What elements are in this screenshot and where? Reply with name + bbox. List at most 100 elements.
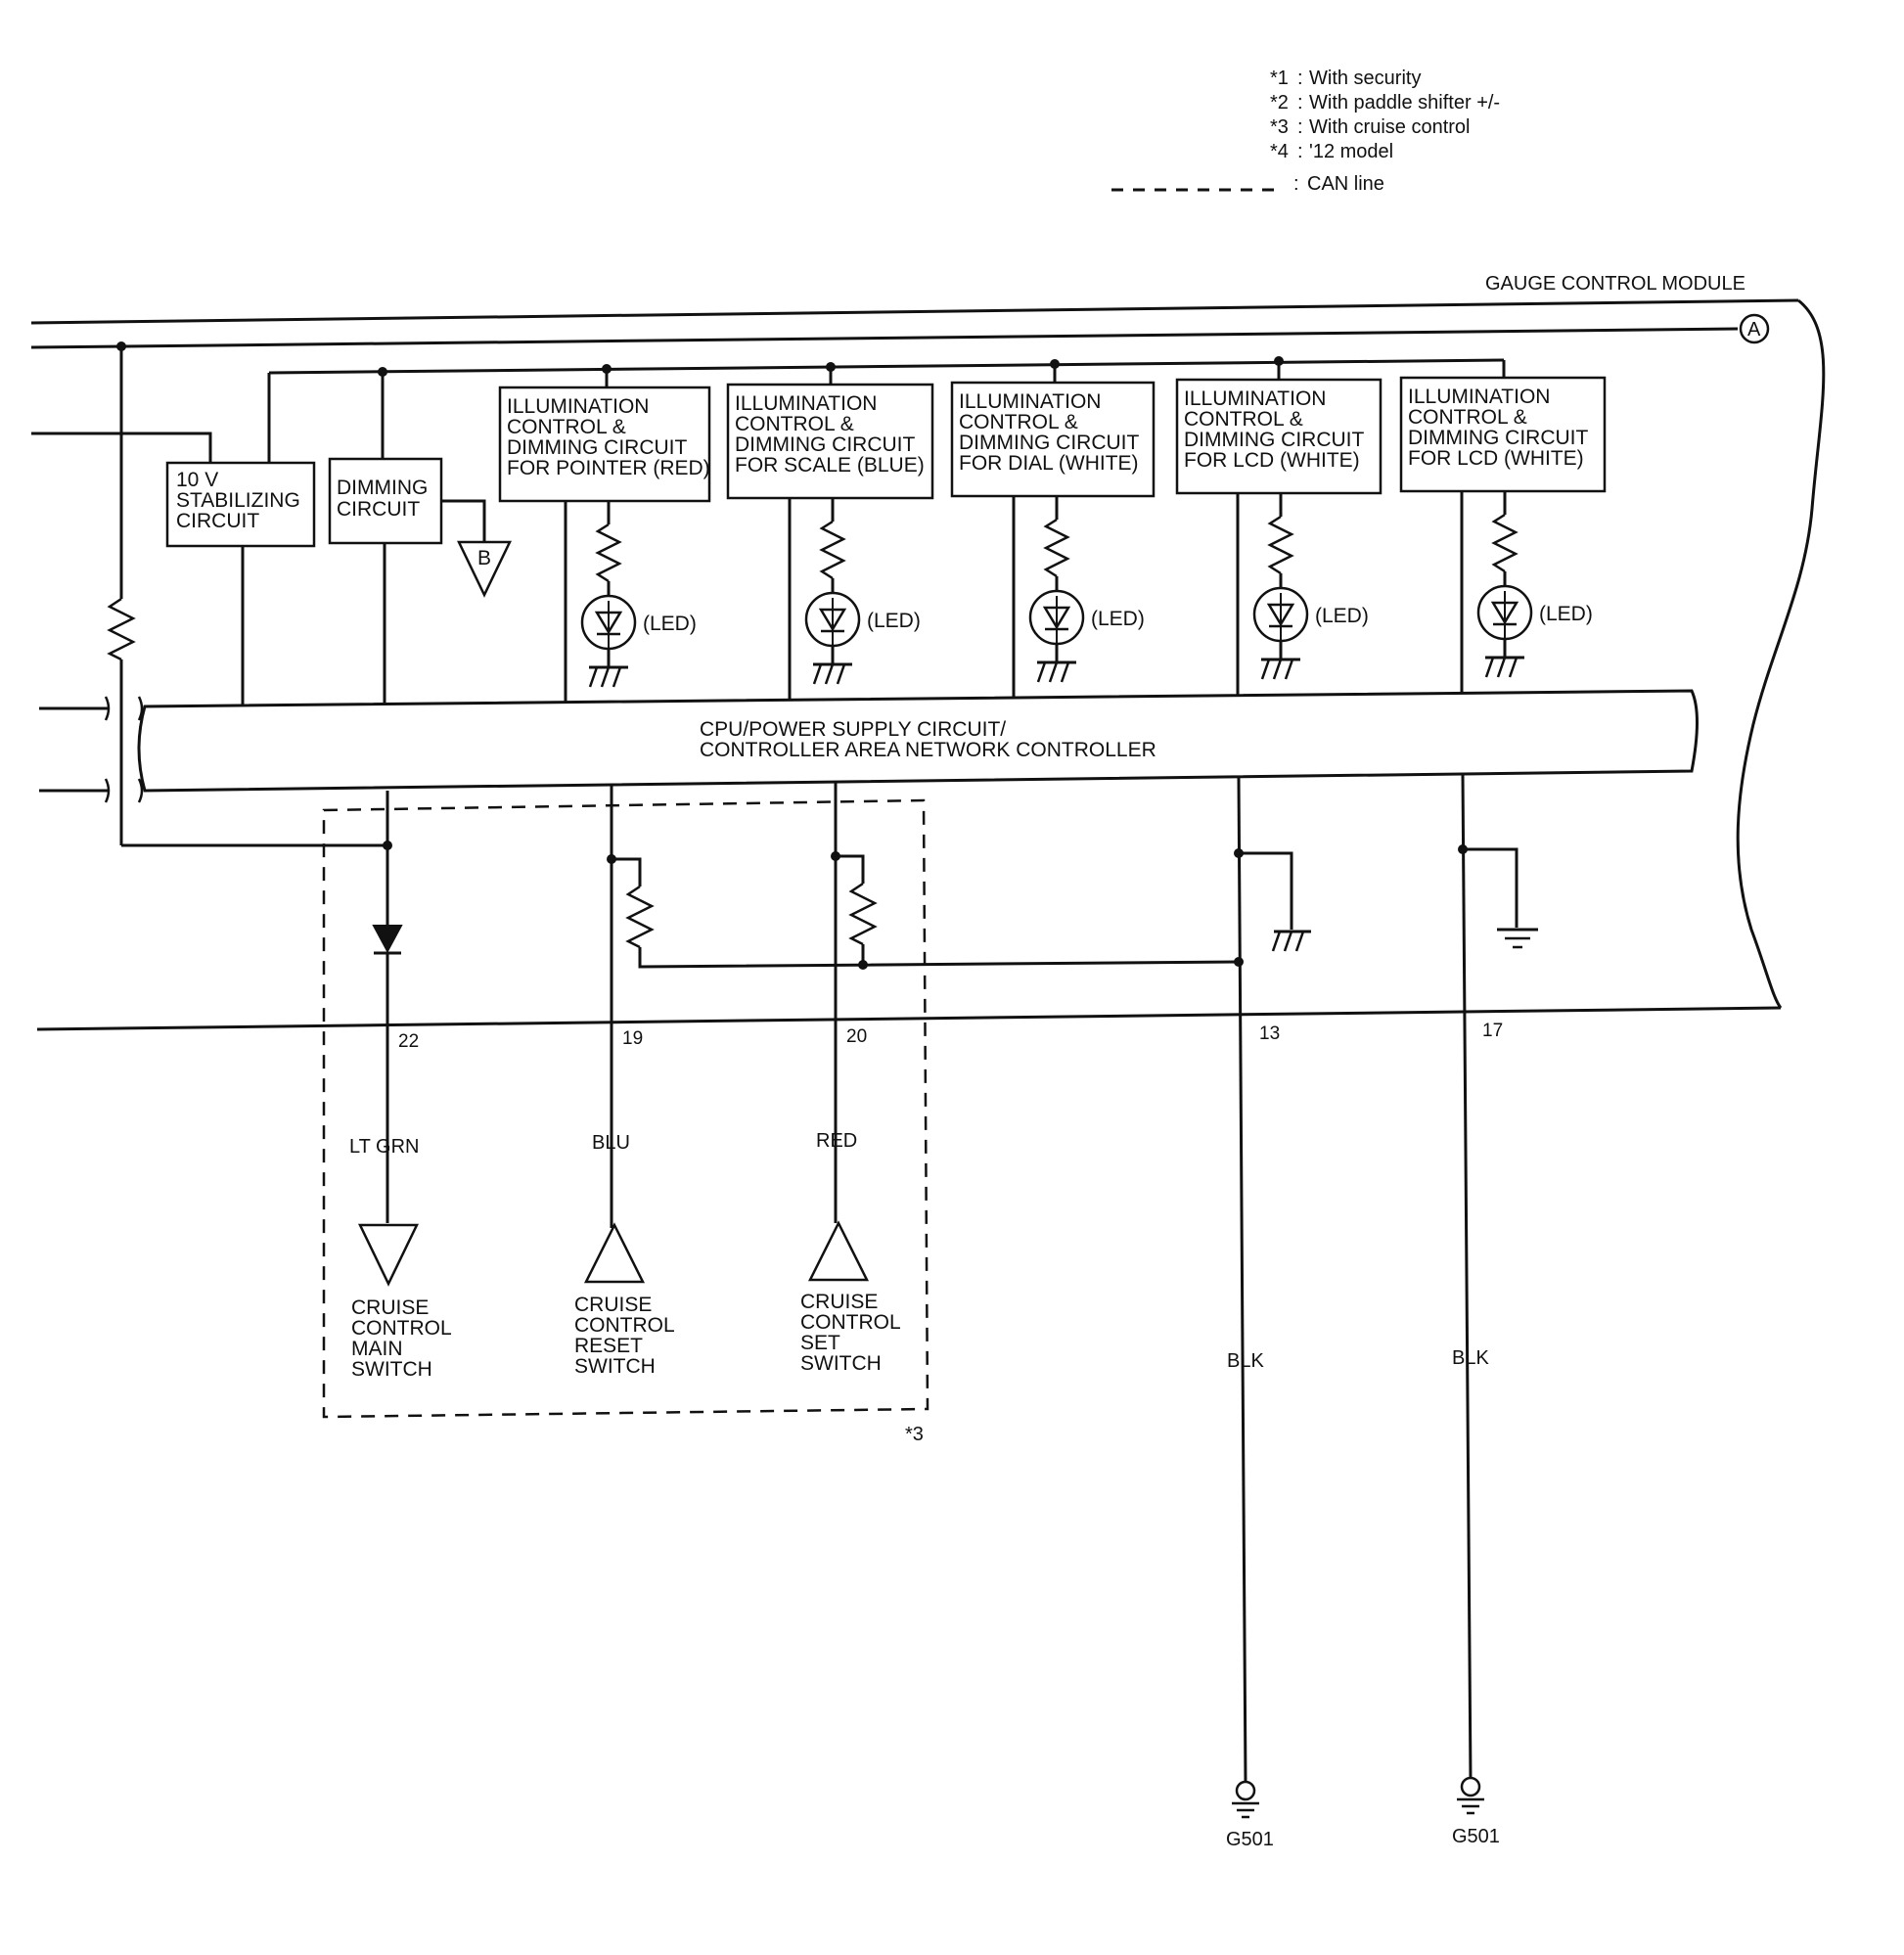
junction-dot bbox=[116, 341, 126, 351]
pin-19-wire-color: BLU bbox=[592, 1132, 630, 1154]
svg-text:SWITCH: SWITCH bbox=[574, 1355, 656, 1378]
led-icon bbox=[580, 594, 637, 651]
svg-text:SWITCH: SWITCH bbox=[800, 1352, 882, 1375]
led-branch-4: (LED) bbox=[1252, 493, 1369, 680]
svg-text:CRUISE: CRUISE bbox=[574, 1294, 652, 1316]
resistor-symbol bbox=[625, 885, 655, 949]
pin-13-circuit: 13 BLK G501 bbox=[1226, 777, 1311, 1850]
set-switch-connector bbox=[807, 1220, 870, 1282]
pin-13-number: 13 bbox=[1259, 1023, 1280, 1044]
svg-text:SET: SET bbox=[800, 1332, 840, 1354]
legend-note-3-mark: *3 bbox=[1270, 116, 1289, 138]
svg-text::: : bbox=[1297, 141, 1303, 162]
svg-text::: : bbox=[1297, 116, 1303, 138]
reset-switch-connector bbox=[583, 1222, 646, 1284]
svg-text::: : bbox=[1297, 92, 1303, 114]
legend-note-2-mark: *2 bbox=[1270, 92, 1289, 114]
legend-note-2: With paddle shifter +/- bbox=[1309, 92, 1500, 114]
led-label: (LED) bbox=[1315, 605, 1369, 627]
svg-text:CONTROL: CONTROL bbox=[351, 1317, 452, 1340]
legend-can-line: CAN line bbox=[1307, 173, 1384, 195]
ground-g501-icon bbox=[1457, 1776, 1484, 1815]
connector-a-circle bbox=[1739, 313, 1770, 344]
led-label: (LED) bbox=[867, 610, 921, 632]
led-icon bbox=[804, 591, 861, 648]
connector-a-label: A bbox=[1747, 319, 1761, 341]
pin-17-number: 17 bbox=[1482, 1021, 1503, 1041]
svg-text:CONTROL &: CONTROL & bbox=[1408, 406, 1527, 429]
pin-20-number: 20 bbox=[846, 1026, 867, 1047]
cpu-power-supply-block: CPU/POWER SUPPLY CIRCUIT/ CONTROLLER ARE… bbox=[137, 689, 1699, 793]
stabilizing-circuit-block: 10 V STABILIZING CIRCUIT bbox=[165, 461, 316, 706]
led-branch-3: (LED) bbox=[1028, 496, 1145, 683]
ground-g501-icon bbox=[1232, 1780, 1259, 1819]
svg-text::: : bbox=[1293, 173, 1299, 195]
illumination-dial-block: ILLUMINATION CONTROL & DIMMING CIRCUIT F… bbox=[950, 381, 1156, 498]
resistor-symbol bbox=[1491, 513, 1519, 573]
pin-22-wire-color: LT GRN bbox=[349, 1136, 420, 1158]
pin-17-circuit: 17 BLK G501 bbox=[1452, 774, 1538, 1847]
connector-b-label: B bbox=[477, 547, 491, 569]
connector-b-triangle bbox=[457, 540, 512, 598]
svg-text:ILLUMINATION: ILLUMINATION bbox=[735, 392, 877, 415]
svg-text:DIMMING CIRCUIT: DIMMING CIRCUIT bbox=[735, 433, 915, 456]
left-input-lines bbox=[31, 432, 212, 803]
left-feed-wire bbox=[107, 347, 387, 847]
illumination-lcd-block-1: ILLUMINATION CONTROL & DIMMING CIRCUIT F… bbox=[1175, 378, 1383, 495]
resistor-symbol bbox=[1267, 515, 1294, 575]
svg-text:CONTROL &: CONTROL & bbox=[1184, 408, 1303, 431]
svg-text:ILLUMINATION: ILLUMINATION bbox=[1408, 386, 1550, 408]
led-label: (LED) bbox=[643, 613, 697, 635]
pin-19-number: 19 bbox=[622, 1028, 643, 1049]
cruise-group-note: *3 bbox=[905, 1424, 924, 1445]
ground-g501-label: G501 bbox=[1452, 1826, 1500, 1847]
resistor-symbol bbox=[848, 882, 878, 946]
cpu-label-line1: CPU/POWER SUPPLY CIRCUIT/ bbox=[700, 718, 1006, 741]
svg-text::: : bbox=[1297, 68, 1303, 89]
diode-symbol bbox=[372, 925, 403, 954]
svg-text:FOR POINTER (RED): FOR POINTER (RED) bbox=[507, 457, 710, 479]
cruise-control-group: *3 bbox=[322, 798, 929, 1445]
legend-note-4: '12 model bbox=[1309, 141, 1393, 162]
pin-17-wire-color: BLK bbox=[1452, 1347, 1489, 1369]
ground-g501-label: G501 bbox=[1226, 1829, 1274, 1850]
resistor-symbol bbox=[595, 523, 622, 583]
svg-text:MAIN: MAIN bbox=[351, 1338, 403, 1360]
led-branches: (LED) (LED) (LED) (LED) (LED) bbox=[580, 491, 1593, 688]
pin-22-circuit: 22 LT GRN CRUISE CONTROL MAIN SWITCH bbox=[349, 791, 452, 1381]
svg-text:STABILIZING: STABILIZING bbox=[176, 489, 300, 512]
pin-22-number: 22 bbox=[398, 1031, 419, 1052]
chassis-ground-icon bbox=[1260, 658, 1300, 680]
pin-19-circuit: 19 BLU CRUISE CONTROL RESET SWITCH bbox=[574, 785, 1240, 1378]
svg-text:CONTROL: CONTROL bbox=[574, 1314, 675, 1337]
illumination-lcd-block-2: ILLUMINATION CONTROL & DIMMING CIRCUIT F… bbox=[1399, 376, 1607, 493]
svg-text:DIMMING CIRCUIT: DIMMING CIRCUIT bbox=[1408, 427, 1588, 449]
svg-text:RESET: RESET bbox=[574, 1335, 643, 1357]
svg-text:CIRCUIT: CIRCUIT bbox=[176, 510, 259, 532]
svg-text:FOR SCALE (BLUE): FOR SCALE (BLUE) bbox=[735, 454, 925, 477]
main-switch-connector bbox=[358, 1223, 419, 1287]
module-bottom-edge bbox=[36, 1006, 1782, 1031]
led-branch-5: (LED) bbox=[1476, 491, 1593, 678]
led-branch-2: (LED) bbox=[804, 498, 921, 685]
svg-text:ILLUMINATION: ILLUMINATION bbox=[959, 390, 1101, 413]
pin-20-circuit: 20 RED CRUISE CONTROL SET SWITCH bbox=[800, 783, 901, 1375]
legend-note-3: With cruise control bbox=[1309, 116, 1471, 138]
dimming-circuit-block: DIMMING CIRCUIT B bbox=[328, 457, 512, 706]
module-break-edge bbox=[1736, 298, 1826, 1009]
legend-note-1: With security bbox=[1309, 68, 1421, 89]
chassis-ground-icon bbox=[1271, 930, 1311, 952]
block-to-cpu-wires bbox=[564, 491, 1464, 703]
resistor-symbol bbox=[819, 520, 846, 580]
resistor-symbol bbox=[1043, 518, 1070, 578]
led-branch-1: (LED) bbox=[580, 501, 697, 688]
led-icon bbox=[1028, 589, 1085, 646]
svg-text:CONTROL &: CONTROL & bbox=[507, 416, 626, 438]
led-icon bbox=[1252, 586, 1309, 643]
circuit-supply-rail bbox=[267, 356, 1506, 463]
chassis-ground-icon bbox=[588, 665, 628, 688]
led-label: (LED) bbox=[1539, 603, 1593, 625]
svg-text:CONTROL &: CONTROL & bbox=[959, 411, 1078, 433]
resistor-symbol bbox=[107, 597, 136, 661]
